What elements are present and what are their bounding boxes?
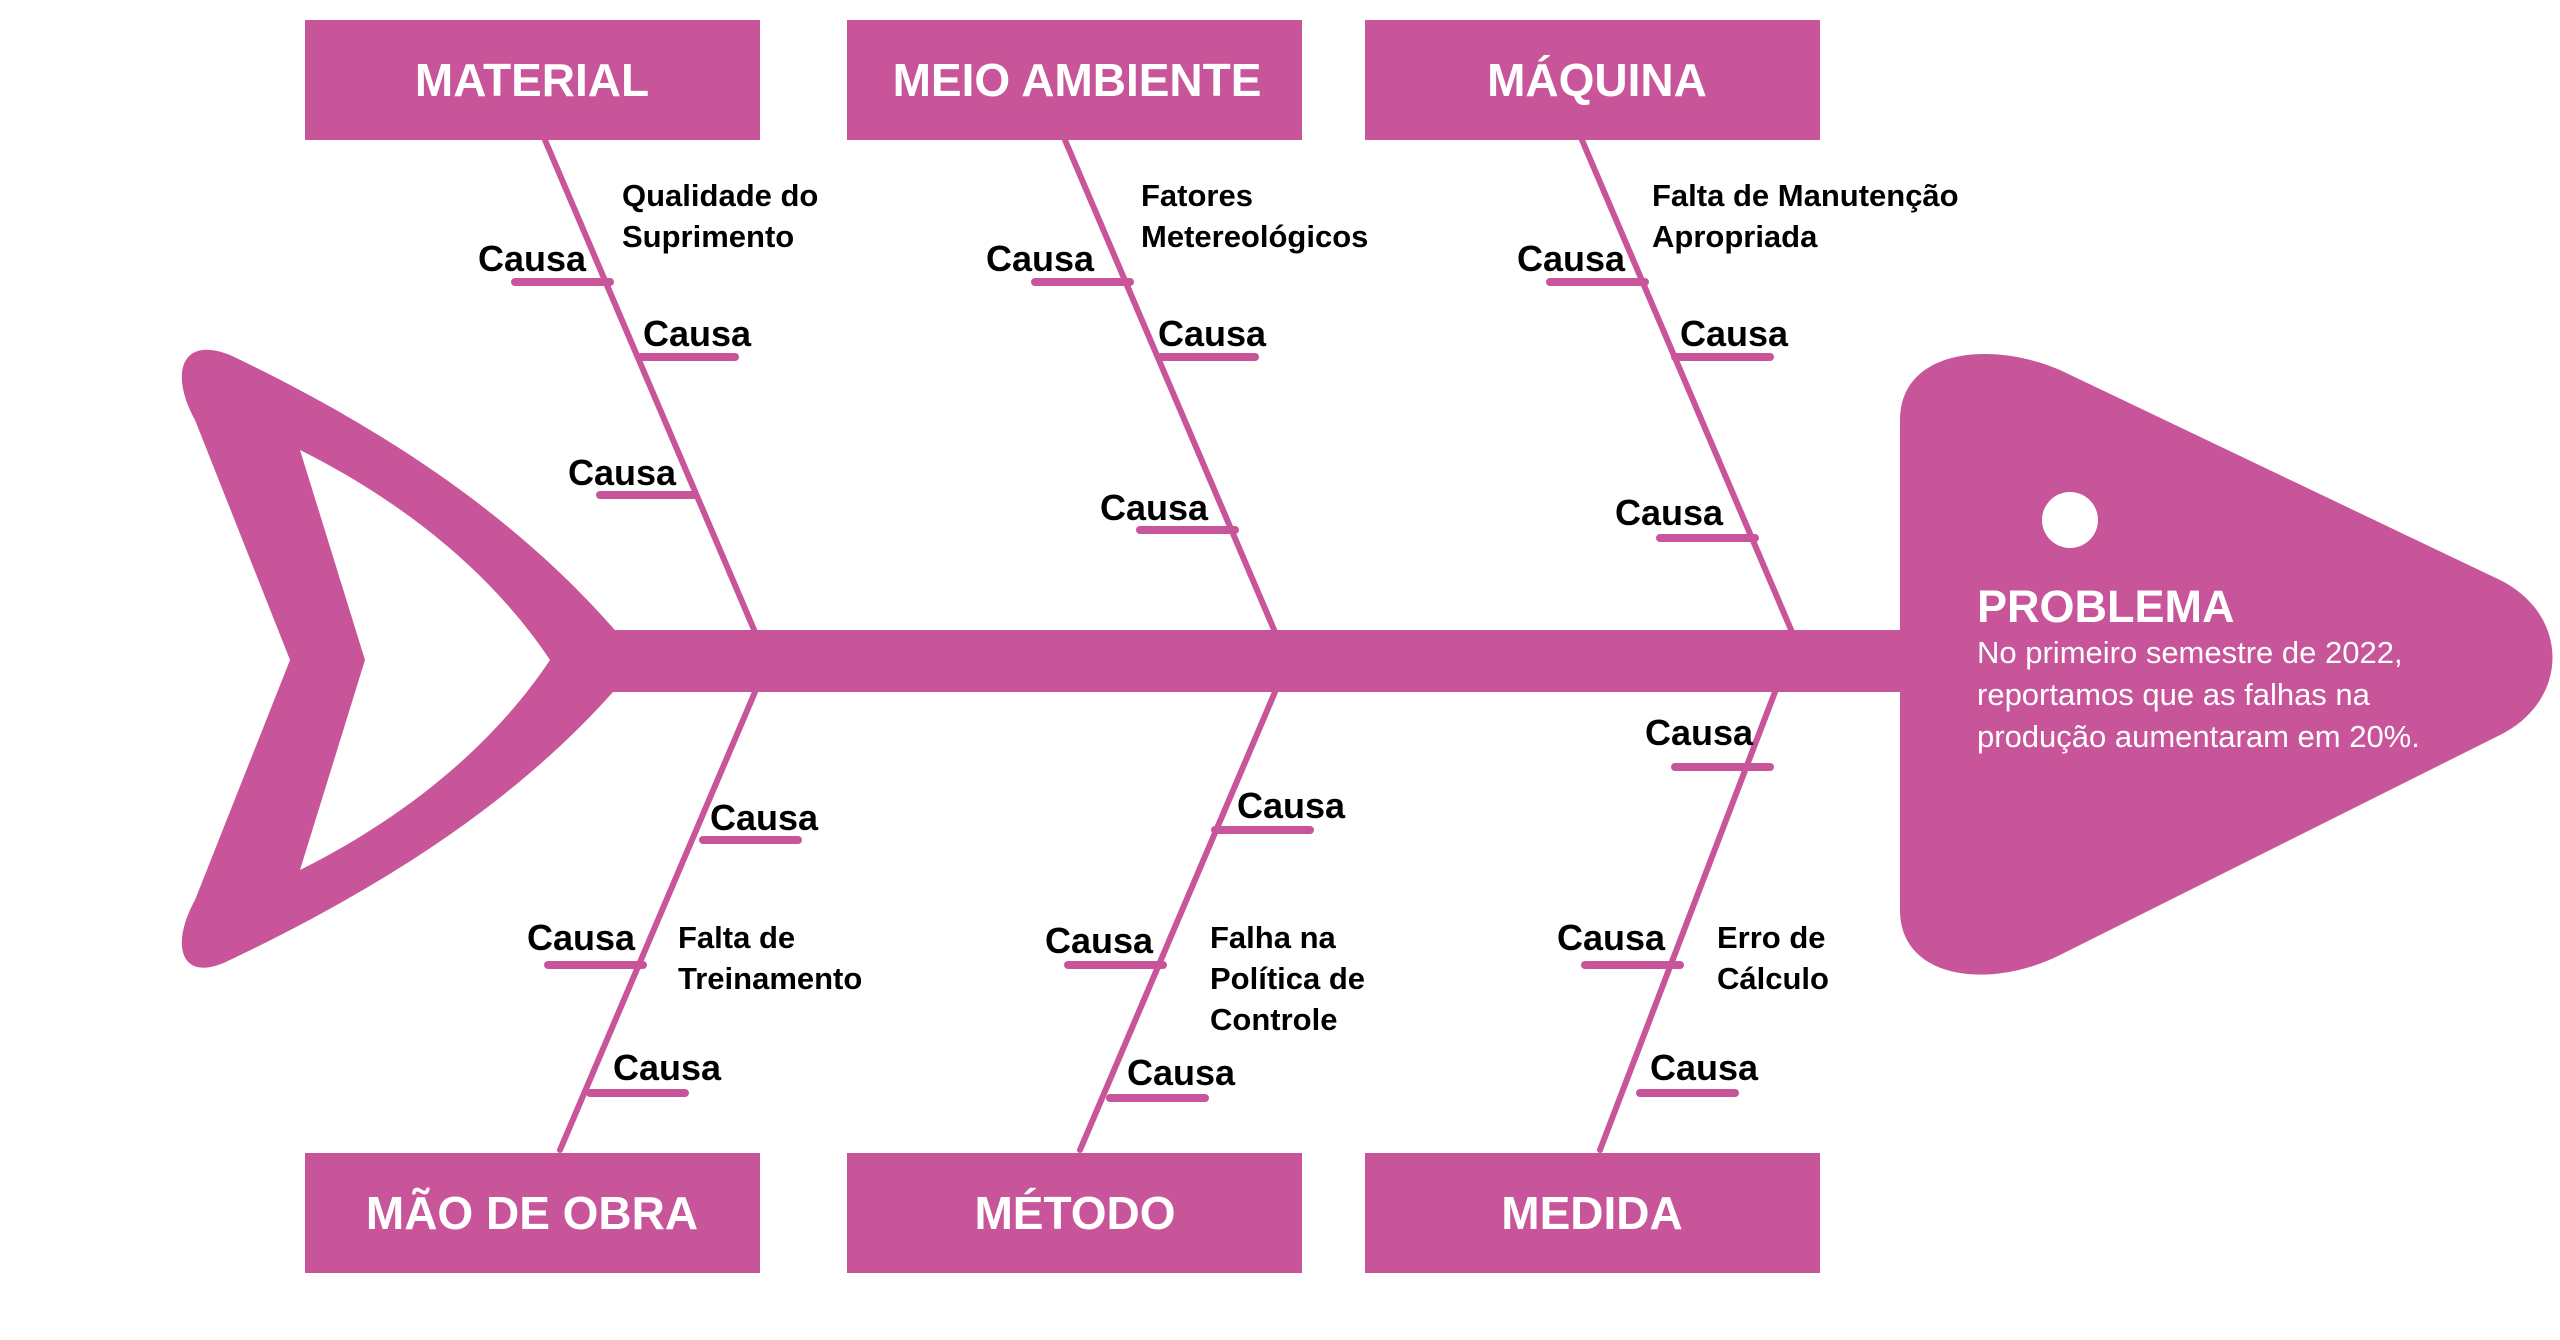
cause-mao-3: Causa [613, 1047, 722, 1088]
note-metodo-line-3: Controle [1210, 1002, 1337, 1037]
fish-eye [2042, 492, 2098, 548]
category-box-material [305, 20, 760, 140]
cause-medida-2: Causa [1557, 917, 1666, 958]
note-medida-line-1: Erro de [1717, 920, 1826, 955]
cause-maquina-3: Causa [1615, 492, 1724, 533]
note-medida-line-2: Cálculo [1717, 961, 1829, 996]
cause-medida-3: Causa [1650, 1047, 1759, 1088]
cause-maquina-2: Causa [1680, 313, 1789, 354]
problem-title: PROBLEMA [1977, 581, 2235, 632]
cause-metodo-3: Causa [1127, 1052, 1236, 1093]
note-meio-line-1: Fatores [1141, 178, 1253, 213]
note-material-line-2: Suprimento [622, 219, 794, 254]
category-material: MATERIAL [415, 54, 649, 106]
cause-meio-1: Causa [986, 238, 1095, 279]
note-material-line-1: Qualidade do [622, 178, 818, 213]
cause-metodo-1: Causa [1237, 785, 1346, 826]
category-box-metodo [847, 1153, 1302, 1273]
cause-material-1: Causa [478, 238, 587, 279]
category-metodo: MÉTODO [974, 1187, 1175, 1239]
category-maquina: MÁQUINA [1487, 54, 1707, 106]
note-mao-line-2: Treinamento [678, 961, 862, 996]
problem-text-line-2: reportamos que as falhas na [1977, 677, 2371, 712]
category-box-mao-de-obra [305, 1153, 760, 1273]
problem-text-line-1: No primeiro semestre de 2022, [1977, 635, 2403, 670]
bone-meio-ambiente [1062, 137, 1278, 635]
cause-meio-2: Causa [1158, 313, 1267, 354]
bone-maquina [1579, 137, 1795, 635]
cause-material-3: Causa [568, 452, 677, 493]
category-box-meio-ambiente [847, 20, 1302, 140]
note-meio-line-2: Metereológicos [1141, 219, 1368, 254]
bone-metodo [1077, 689, 1278, 1153]
cause-maquina-1: Causa [1517, 238, 1626, 279]
cause-metodo-2: Causa [1045, 920, 1154, 961]
note-maquina-line-2: Apropriada [1652, 219, 1818, 254]
fish-tail [181, 349, 641, 968]
note-mao-line-1: Falta de [678, 920, 795, 955]
cause-material-2: Causa [643, 313, 752, 354]
cause-mao-1: Causa [710, 797, 819, 838]
cause-mao-2: Causa [527, 917, 636, 958]
cause-medida-1: Causa [1645, 712, 1754, 753]
category-box-maquina [1365, 20, 1820, 140]
note-maquina-line-1: Falta de Manutenção [1652, 178, 1959, 213]
note-metodo-line-2: Política de [1210, 961, 1365, 996]
category-meio-ambiente: MEIO AMBIENTE [893, 54, 1262, 106]
fish-spine [600, 630, 1920, 692]
category-mao-de-obra: MÃO DE OBRA [366, 1187, 698, 1239]
bone-mao-de-obra [557, 689, 758, 1153]
category-medida: MEDIDA [1501, 1187, 1682, 1239]
cause-meio-3: Causa [1100, 487, 1209, 528]
bone-material [542, 137, 758, 635]
note-metodo-line-1: Falha na [1210, 920, 1337, 955]
problem-text-line-3: produção aumentaram em 20%. [1977, 719, 2420, 754]
category-box-medida [1365, 1153, 1820, 1273]
